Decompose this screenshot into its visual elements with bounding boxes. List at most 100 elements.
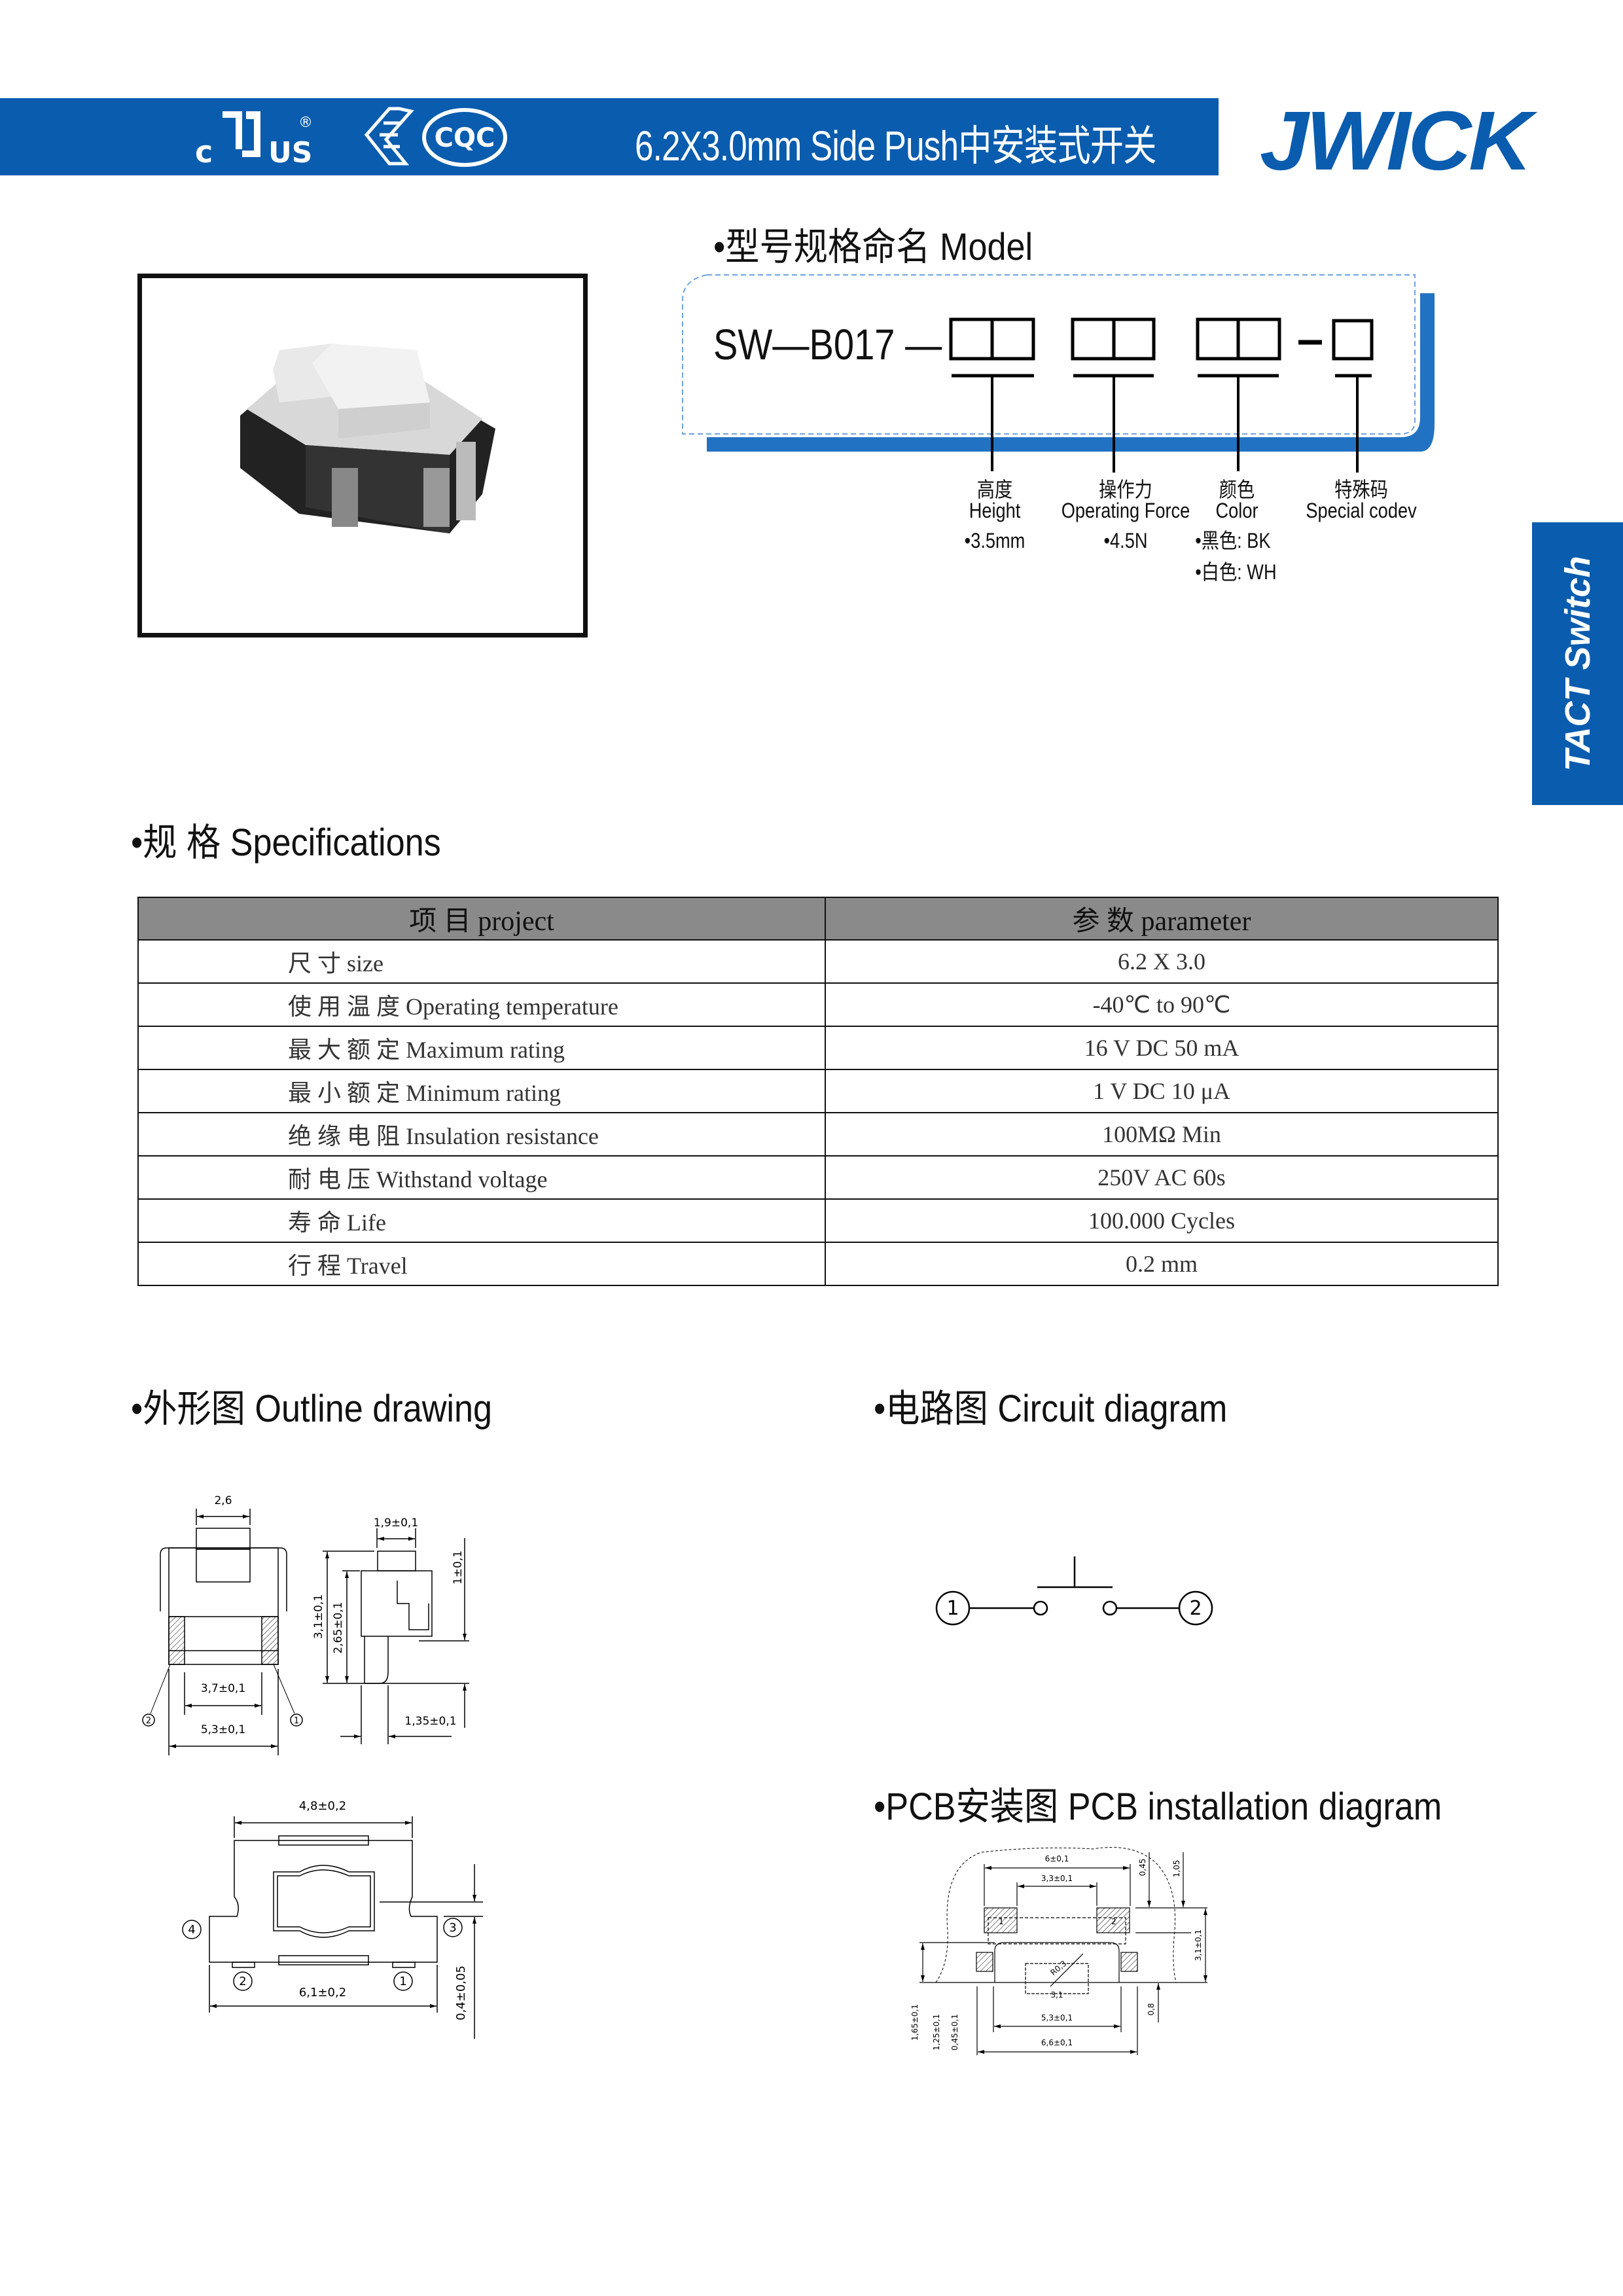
field-value: •4.5N [1103, 529, 1148, 552]
side-tab-label: TACT Switch [1558, 556, 1597, 772]
cqc-logo: CQC [422, 108, 507, 167]
pcb-dim: 3,1±0,1 [1194, 1929, 1203, 1961]
pin-label: 1 [399, 1975, 406, 1988]
svg-text:CQC: CQC [435, 123, 495, 153]
svg-text:®: ® [298, 115, 313, 131]
product-image [137, 274, 588, 637]
pcb-dim: 6±0,1 [1045, 1854, 1069, 1863]
spec-item: 绝 缘 电 阻 Insulation resistance [137, 1112, 826, 1157]
circuit-diagram: 1 2 [935, 1556, 1213, 1626]
pcb-section-title: •PCB安装图 PCB installation diagram [874, 1785, 1442, 1828]
dim-side-depth: 1,35±0,1 [404, 1715, 456, 1728]
pcb-dim: 0,8 [1147, 2003, 1156, 2015]
dim-front-button-width: 2,6 [214, 1494, 232, 1507]
terminal-2-label: 2 [1189, 1597, 1202, 1620]
model-prefix: SW—B017 — [713, 320, 942, 368]
pcb-dim: 1,05 [1172, 1860, 1181, 1878]
brand-logo: JWICK [1260, 94, 1532, 188]
pcb-dim: 0,45±0,1 [950, 2014, 959, 2051]
spec-item: 使 用 温 度 Operating temperature [137, 982, 826, 1027]
column-header-project: 项 目 project [137, 897, 826, 941]
circuit-section-title: •电路图 Circuit diagram [874, 1388, 1228, 1430]
svg-text:US: US [268, 136, 312, 170]
side-tab: TACT Switch [1532, 522, 1623, 805]
table-row: 使 用 温 度 Operating temperature-40℃ to 90℃ [137, 982, 1499, 1027]
outline-front-side-drawing: 2,6 3,7±0,1 5,3±0,1 2 1 1,9±0,1 3,1±0,1 … [142, 1494, 469, 1755]
dim-side-offset: 1±0,1 [452, 1551, 465, 1585]
pcb-dim: 6,6±0,1 [1041, 2038, 1073, 2047]
spec-item: 最 小 额 定 Minimum rating [137, 1069, 826, 1113]
header-band: c US ® CQC 6.2X3.0mm Side Push中安装式开关 [0, 98, 1219, 175]
spec-item: 寿 命 Life [137, 1198, 826, 1243]
field-en: Color [1215, 499, 1258, 522]
pcb-dim: 1,25±0,1 [932, 2014, 941, 2051]
field-en: Operating Force [1061, 499, 1190, 522]
dim-front-inner: 3,7±0,1 [201, 1682, 245, 1695]
pcb-dim: 3,3±0,1 [1041, 1874, 1073, 1883]
pcb-pad-label: 1 [999, 1917, 1004, 1926]
table-header: 项 目 project 参 数 parameter [137, 897, 1499, 941]
dim-front-outer: 5,3±0,1 [201, 1723, 245, 1736]
spec-item: 尺 寸 size [137, 939, 826, 984]
terminal-1-label: 1 [946, 1597, 959, 1620]
pin-label: 3 [449, 1921, 456, 1935]
spec-value: 16 V DC 50 mA [825, 1026, 1499, 1070]
field-value: •白色: WH [1195, 560, 1277, 584]
pcb-dim: 1,65±0,1 [910, 2004, 919, 2041]
pin-label: 1 [294, 1716, 299, 1726]
outline-bottom-drawing: 4,8±0,2 6,1±0,2 0,4±0,05 4 3 2 1 [182, 1799, 483, 2039]
pin-label: 4 [188, 1923, 195, 1937]
outline-section-title: •外形图 Outline drawing [131, 1388, 493, 1430]
spec-value: 100.000 Cycles [825, 1198, 1499, 1243]
spec-value: 0.2 mm [825, 1242, 1499, 1286]
pcb-dim: 5,3±0,1 [1041, 2013, 1073, 2022]
field-cn: 操作力 [1099, 478, 1152, 501]
field-cn: 高度 [976, 478, 1013, 501]
spec-item: 耐 电 压 Withstand voltage [137, 1155, 826, 1200]
spec-item: 行 程 Travel [137, 1242, 826, 1286]
pcb-dim: 3,1 [1050, 1990, 1063, 2000]
model-leader-lines [991, 376, 1359, 473]
dim-side-height: 3,1±0,1 [312, 1594, 325, 1639]
pin-label: 2 [146, 1716, 151, 1726]
enec-logo [364, 107, 414, 166]
specs-section-title: •规 格 Specifications [131, 821, 441, 864]
dim-bottom-width: 6,1±0,2 [299, 1986, 346, 2000]
product-title: 6.2X3.0mm Side Push中安装式开关 [635, 122, 1156, 170]
column-header-parameter: 参 数 parameter [825, 897, 1499, 941]
ul-logo: c US ® [195, 111, 313, 170]
pin-label: 2 [239, 1975, 246, 1988]
field-en: Special codev [1306, 499, 1417, 522]
field-en: Height [969, 499, 1021, 522]
dim-side-body-height: 2,65±0,1 [332, 1602, 345, 1653]
field-cn: 特殊码 [1334, 478, 1388, 501]
field-value: •黑色: BK [1195, 529, 1271, 552]
spec-item: 最 大 额 定 Maximum rating [137, 1026, 826, 1070]
dim-side-button: 1,9±0,1 [374, 1516, 418, 1530]
pcb-dim: 0,45 [1138, 1859, 1147, 1876]
field-cn: 颜色 [1219, 478, 1255, 501]
spec-value: 250V AC 60s [825, 1155, 1499, 1200]
pcb-installation-diagram: 6±0,1 3,3±0,1 0,45 1,05 3,1±0,1 R0,3 3,1… [910, 1847, 1207, 2055]
switch-illustration [240, 344, 495, 533]
field-value: •3.5mm [964, 529, 1026, 552]
model-code-slots [949, 317, 1374, 378]
dim-bottom-top-width: 4,8±0,2 [299, 1799, 346, 1813]
svg-text:c: c [195, 134, 213, 170]
spec-value: 6.2 X 3.0 [825, 939, 1499, 984]
pcb-dim: R0,3 [1048, 1959, 1068, 1977]
pcb-pad-label: 2 [1111, 1917, 1116, 1926]
certification-logos: c US ® CQC [195, 107, 507, 170]
